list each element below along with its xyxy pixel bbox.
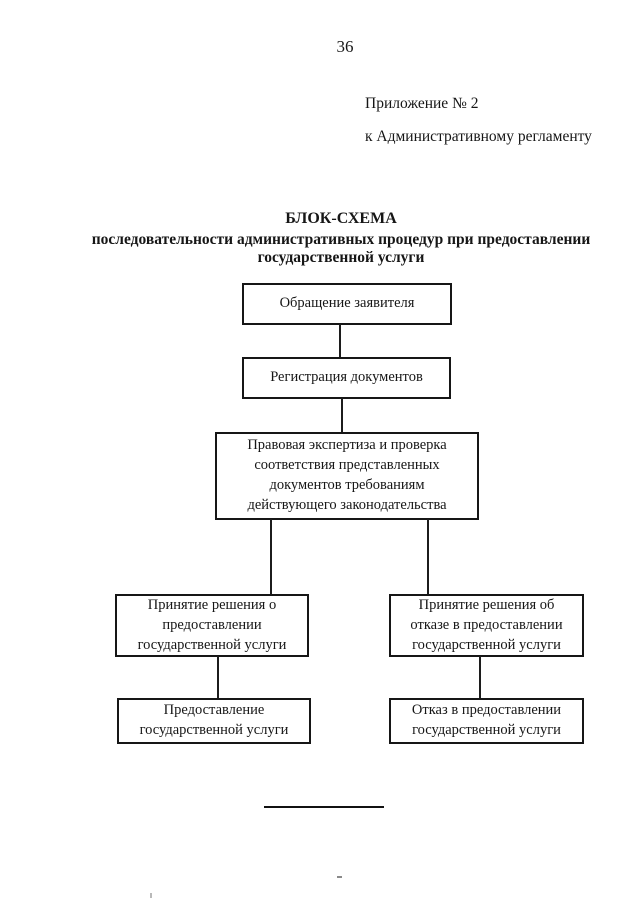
connector-appeal-to-registration <box>339 324 341 357</box>
connector-registration-to-expertise <box>341 398 343 432</box>
flow-node-service-refused: Отказ в предоставлении государственной у… <box>389 698 584 744</box>
connector-expertise-to-refuse-decision <box>427 519 429 594</box>
annex-reference-line1: Приложение № 2 <box>365 95 479 112</box>
annex-reference-line2: к Административному регламенту <box>365 128 592 145</box>
connector-grant-decision-to-granted <box>217 656 219 698</box>
flow-node-decision-refuse: Принятие решения об отказе в предоставле… <box>389 594 584 657</box>
flow-node-legal-expertise: Правовая экспертиза и проверка соответст… <box>215 432 479 520</box>
diagram-subtitle: последовательности административных проц… <box>91 231 591 266</box>
title-block: БЛОК-СХЕМА последовательности администра… <box>41 209 640 267</box>
flow-node-applicant-appeal: Обращение заявителя <box>242 283 452 325</box>
page-number: 36 <box>336 37 354 56</box>
connector-refuse-decision-to-refused <box>479 656 481 698</box>
flow-node-decision-grant: Принятие решения о предоставлении госуда… <box>115 594 309 657</box>
connector-expertise-to-grant-decision <box>270 519 272 594</box>
diagram-title: БЛОК-СХЕМА <box>285 210 397 227</box>
flow-node-service-granted: Предоставление государственной услуги <box>117 698 311 744</box>
scan-speck <box>150 893 152 898</box>
scan-speck <box>337 876 342 878</box>
footer-separator-line <box>264 806 384 808</box>
flow-node-document-registration: Регистрация документов <box>242 357 451 399</box>
